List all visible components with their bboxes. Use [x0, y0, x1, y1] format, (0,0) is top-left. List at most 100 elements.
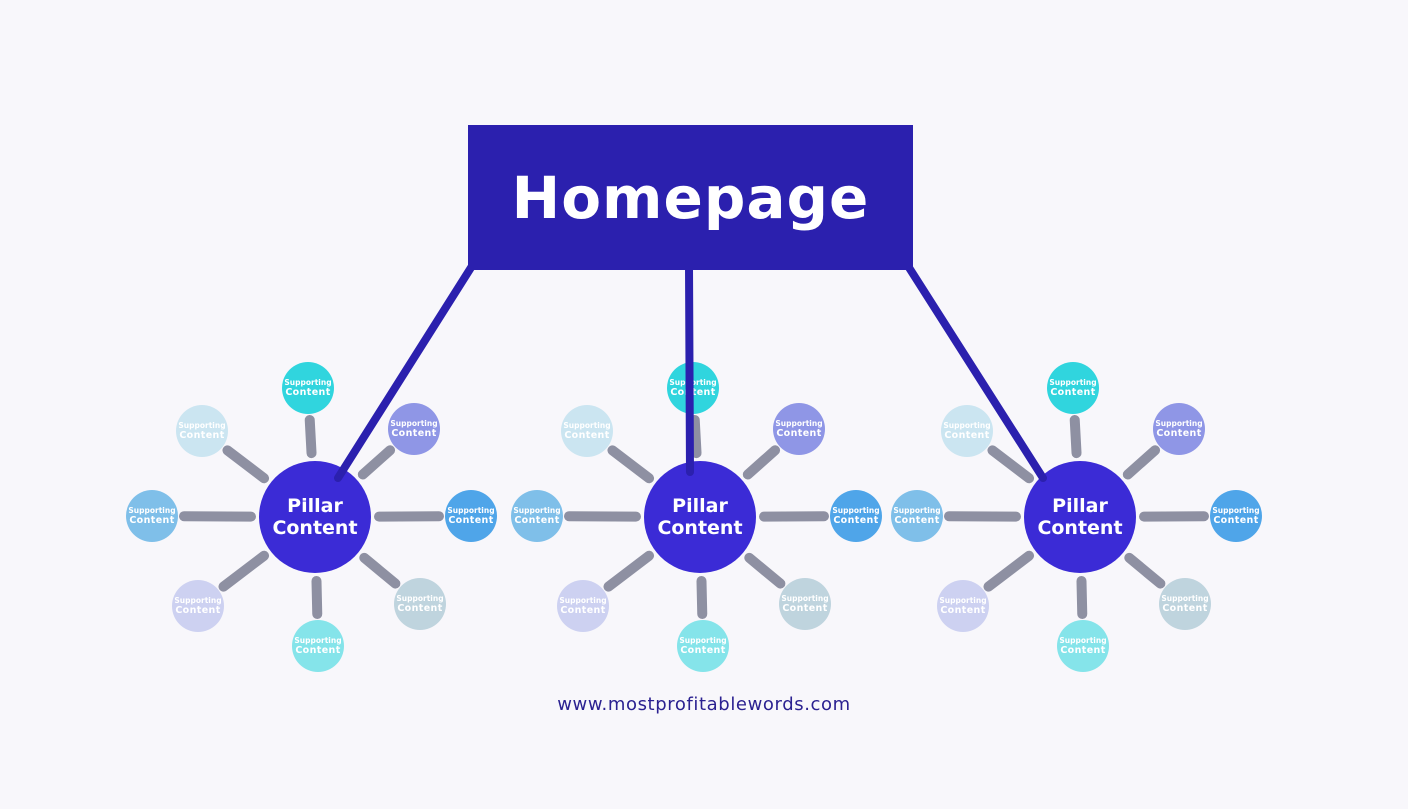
- supporting-label: Supporting: [679, 635, 727, 645]
- supporting-label: Content: [397, 602, 443, 614]
- pillar-label: Pillar: [672, 494, 728, 517]
- pillar-label: Content: [657, 517, 743, 539]
- pillar-label: Pillar: [287, 494, 343, 517]
- supporting-label: Content: [1050, 386, 1096, 398]
- supporting-label: Content: [1162, 602, 1208, 614]
- spoke-line-bottom_left: [983, 550, 1035, 592]
- supporting-label: Content: [1156, 427, 1202, 439]
- homepage-title: Homepage: [511, 163, 870, 232]
- spoke-line-bottom_left: [603, 550, 655, 592]
- spoke-line-top_right: [1122, 445, 1161, 480]
- pillar-label: Content: [272, 517, 358, 539]
- supporting-label: Content: [514, 514, 560, 526]
- supporting-label: Supporting: [559, 595, 607, 605]
- supporting-label: Content: [175, 604, 221, 616]
- supporting-label: Supporting: [1059, 635, 1107, 645]
- supporting-label: Supporting: [513, 505, 561, 515]
- spoke-line-bottom_right: [359, 552, 401, 589]
- supporting-label: Content: [894, 514, 940, 526]
- supporting-label: Supporting: [390, 418, 438, 428]
- spoke-line-top_right: [742, 445, 781, 480]
- supporting-label: Supporting: [893, 505, 941, 515]
- supporting-label: Supporting: [294, 635, 342, 645]
- supporting-label: Supporting: [1161, 593, 1209, 603]
- supporting-label: Content: [940, 604, 986, 616]
- spoke-line-top_left: [222, 445, 270, 484]
- supporting-label: Supporting: [775, 418, 823, 428]
- supporting-label: Supporting: [563, 420, 611, 430]
- spoke-line-top: [1069, 414, 1082, 459]
- supporting-label: Content: [129, 514, 175, 526]
- supporting-label: Supporting: [669, 377, 717, 387]
- spoke-line-bottom_left: [218, 550, 270, 592]
- supporting-label: Content: [670, 386, 716, 398]
- supporting-label: Content: [448, 514, 494, 526]
- supporting-label: Content: [560, 604, 606, 616]
- pillar-label: Content: [1037, 517, 1123, 539]
- spoke-line-bottom: [1076, 575, 1088, 620]
- supporting-label: Supporting: [1049, 377, 1097, 387]
- supporting-label: Content: [782, 602, 828, 614]
- spoke-line-bottom: [311, 575, 323, 620]
- spoke-line-top: [689, 414, 702, 459]
- supporting-label: Supporting: [128, 505, 176, 515]
- supporting-label: Supporting: [939, 595, 987, 605]
- spoke-line-top_left: [987, 445, 1035, 484]
- supporting-label: Supporting: [781, 593, 829, 603]
- supporting-label: Supporting: [832, 505, 880, 515]
- supporting-label: Content: [680, 644, 726, 656]
- supporting-label: Content: [179, 429, 225, 441]
- supporting-label: Content: [564, 429, 610, 441]
- homepage-box: Homepage: [468, 125, 913, 270]
- supporting-label: Content: [776, 427, 822, 439]
- spoke-line-bottom: [696, 575, 708, 620]
- watermark-url: www.mostprofitablewords.com: [557, 694, 851, 715]
- supporting-label: Supporting: [1212, 505, 1260, 515]
- supporting-label: Content: [1060, 644, 1106, 656]
- spoke-line-bottom_right: [1124, 552, 1166, 589]
- supporting-label: Content: [944, 429, 990, 441]
- supporting-label: Supporting: [284, 377, 332, 387]
- spoke-line-top_right: [357, 445, 396, 480]
- supporting-label: Supporting: [178, 420, 226, 430]
- supporting-label: Supporting: [447, 505, 495, 515]
- supporting-label: Supporting: [943, 420, 991, 430]
- supporting-label: Content: [391, 427, 437, 439]
- spoke-line-bottom_right: [744, 552, 786, 589]
- spoke-line-top: [304, 414, 317, 459]
- supporting-label: Content: [285, 386, 331, 398]
- supporting-label: Supporting: [1155, 418, 1203, 428]
- pillar-label: Pillar: [1052, 494, 1108, 517]
- supporting-label: Supporting: [174, 595, 222, 605]
- supporting-label: Content: [295, 644, 341, 656]
- supporting-label: Supporting: [396, 593, 444, 603]
- supporting-label: Content: [1213, 514, 1259, 526]
